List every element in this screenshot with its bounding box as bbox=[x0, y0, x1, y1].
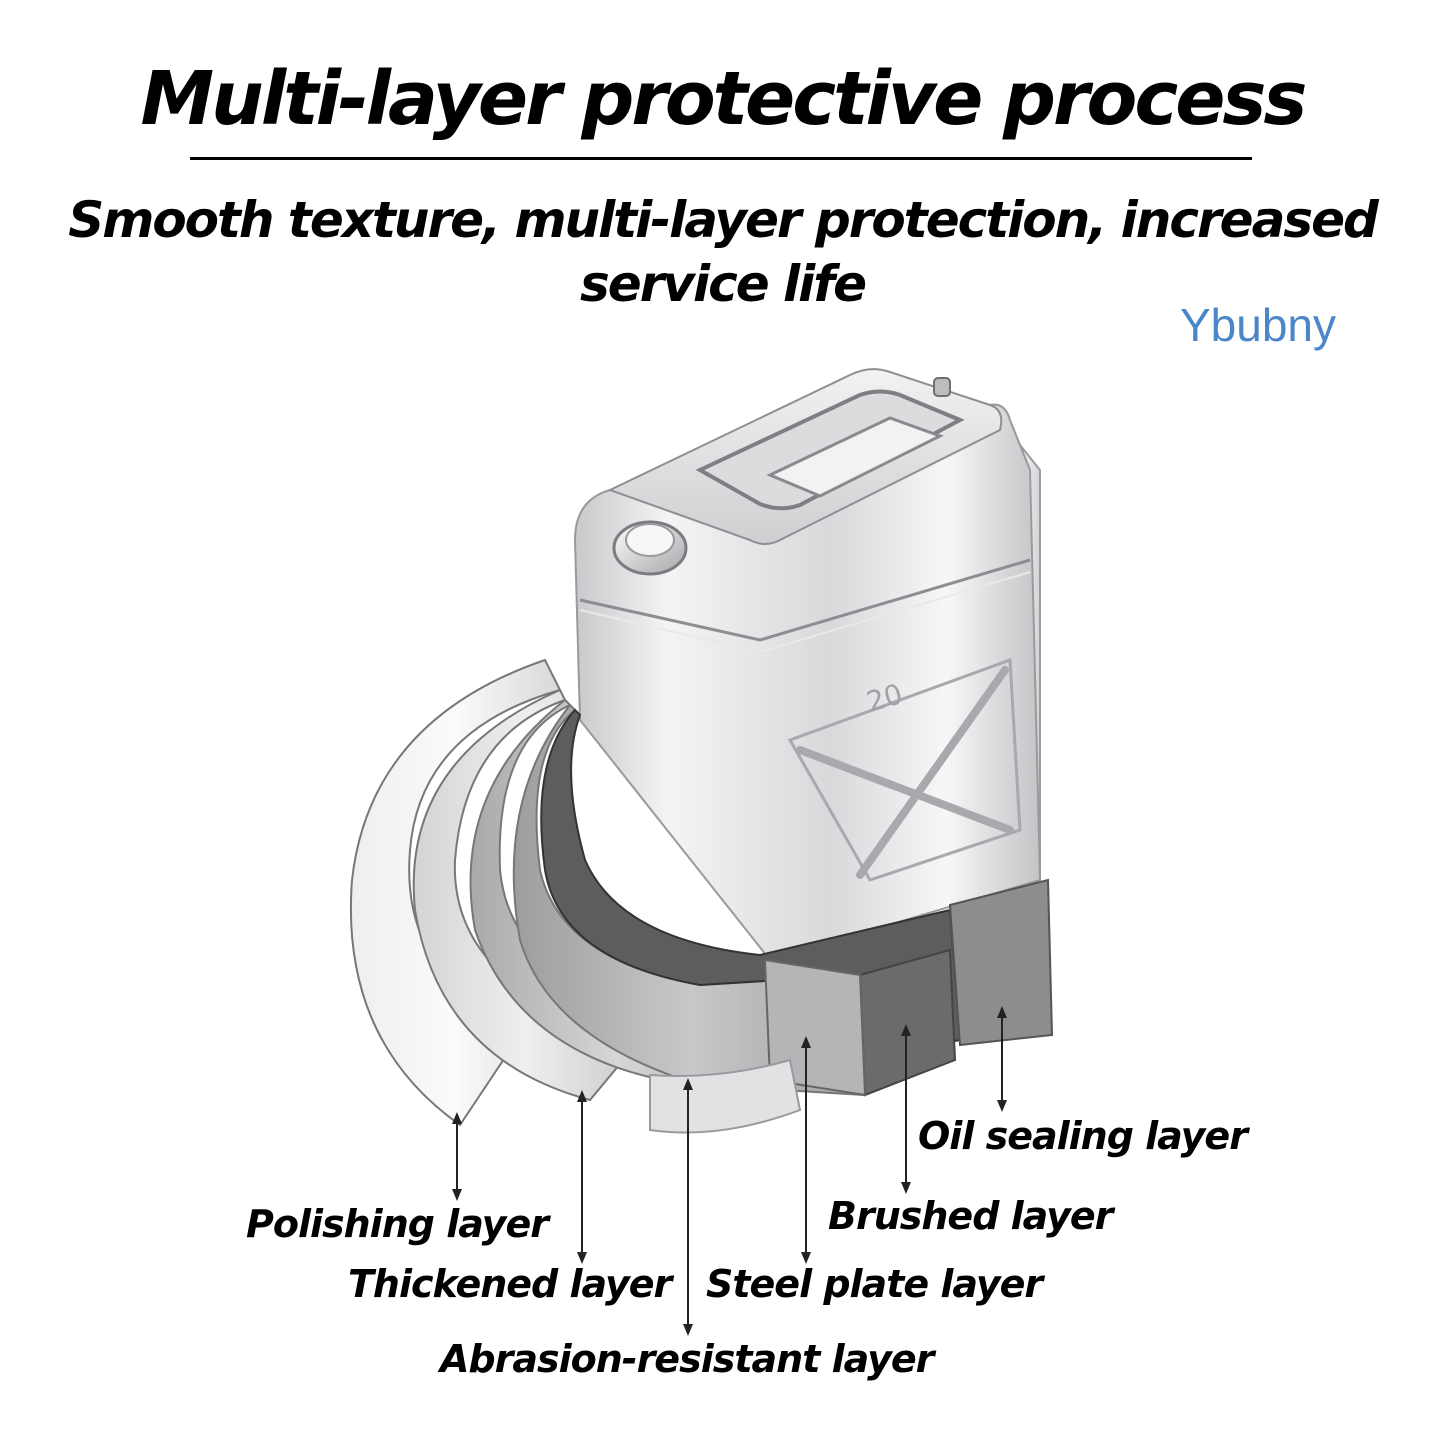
oil-sealing-band bbox=[948, 878, 1054, 1047]
layer-bands bbox=[349, 658, 1054, 1134]
label-thickened-layer: Thickened layer bbox=[348, 1262, 672, 1306]
can-x-emboss bbox=[796, 666, 1014, 879]
label-polishing-layer: Polishing layer bbox=[246, 1202, 549, 1246]
can-cap-top bbox=[625, 523, 675, 557]
label-steel-plate-layer: Steel plate layer bbox=[706, 1262, 1043, 1306]
title-underline bbox=[190, 157, 1252, 160]
can-top bbox=[607, 368, 1003, 576]
label-abrasion-resistant-layer: Abrasion-resistant layer bbox=[440, 1337, 934, 1381]
page-subtitle: Smooth texture, multi-layer protection, … bbox=[0, 188, 1445, 316]
pointer-arrows bbox=[452, 1006, 1007, 1336]
brushed-band-tip bbox=[858, 948, 957, 1097]
polishing-band bbox=[349, 658, 562, 1127]
can-seam bbox=[579, 558, 1031, 642]
can-body: 20 bbox=[573, 403, 1042, 962]
can-vent-pin bbox=[933, 377, 951, 397]
label-oil-sealing-layer: Oil sealing layer bbox=[918, 1114, 1248, 1158]
subtitle-line-1: Smooth texture, multi-layer protection, … bbox=[68, 191, 1379, 249]
label-brushed-layer: Brushed layer bbox=[828, 1194, 1113, 1238]
can-x-emboss-frame bbox=[787, 657, 1022, 882]
can-seam-highlight bbox=[579, 571, 1031, 654]
subtitle-line-2: service life bbox=[580, 255, 867, 313]
page-title: Multi-layer protective process bbox=[140, 56, 1308, 142]
brand-name: Ybubny bbox=[1180, 299, 1337, 351]
can-handle-grip bbox=[766, 416, 944, 498]
